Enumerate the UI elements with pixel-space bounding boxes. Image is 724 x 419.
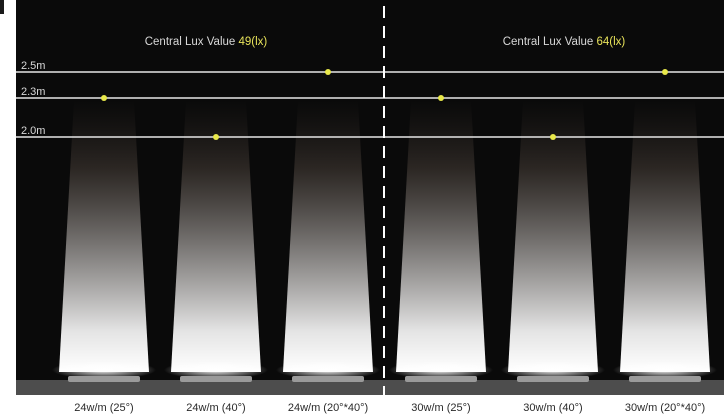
light-beam: [620, 100, 710, 372]
lux-unit: (lx): [609, 36, 626, 48]
light-pool: [613, 361, 717, 379]
lux-unit: (lx): [251, 36, 268, 48]
height-label-2-0m: 2.0m: [21, 125, 46, 137]
light-pool: [276, 361, 380, 379]
floor-strip: [16, 380, 724, 395]
panel-header-left: Central Lux Value 49(lx): [41, 36, 371, 49]
fixture-label: 30w/m (25°): [411, 402, 471, 414]
fixture-label: 30w/m (20°*40°): [624, 402, 706, 414]
fixture-body: [405, 376, 477, 382]
light-beam: [396, 100, 486, 372]
height-marker: [662, 69, 668, 75]
light-pool: [164, 361, 268, 379]
light-beam: [283, 100, 373, 372]
fixture-body: [180, 376, 252, 382]
fixture-body: [517, 376, 589, 382]
height-marker: [550, 134, 556, 140]
header-title: Central Lux Value: [502, 36, 597, 48]
fixture-label: 30w/m (40°): [523, 402, 583, 414]
height-marker: [438, 95, 444, 101]
height-label-2-5m: 2.5m: [21, 60, 46, 72]
panel-header-right: Central Lux Value 64(lx): [399, 36, 724, 49]
light-beam: [171, 100, 261, 372]
light-beam: [508, 100, 598, 372]
fixture-body: [292, 376, 364, 382]
fixture-label: 24w/m (25°): [74, 402, 134, 414]
lux-value: 64: [596, 36, 610, 48]
light-pool: [389, 361, 493, 379]
light-pool: [52, 361, 156, 379]
lux-value: 49: [238, 36, 252, 48]
fixture-label: 24w/m (40°): [186, 402, 246, 414]
height-marker: [101, 95, 107, 101]
fixture-body: [68, 376, 140, 382]
fixture-label: 24w/m (20°*40°): [287, 402, 369, 414]
light-pool: [501, 361, 605, 379]
corner-tick: [0, 0, 4, 14]
height-marker: [325, 69, 331, 75]
height-marker: [213, 134, 219, 140]
light-beam: [59, 100, 149, 372]
illumination-scene: [16, 0, 724, 395]
height-label-2-3m: 2.3m: [21, 86, 46, 98]
header-title: Central Lux Value: [144, 36, 239, 48]
fixture-body: [629, 376, 701, 382]
